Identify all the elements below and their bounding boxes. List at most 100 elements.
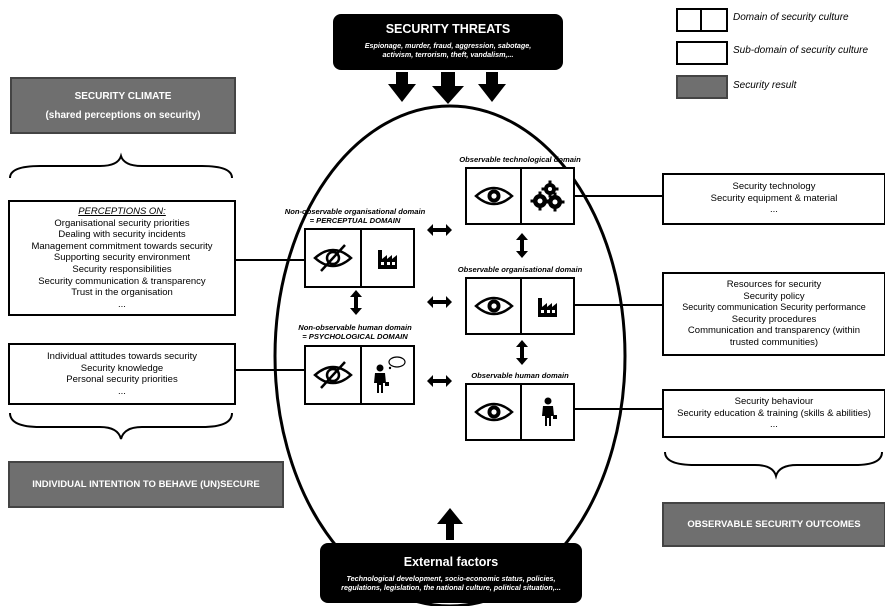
person-icon-cell <box>522 385 573 439</box>
intention-title: INDIVIDUAL INTENTION TO BEHAVE (UN)SECUR… <box>32 479 260 490</box>
perceptions-item: Management commitment towards security <box>31 240 213 252</box>
brace-bottom-left <box>9 412 233 440</box>
individual-box: Individual attitudes towards security Se… <box>8 343 236 405</box>
org-outcomes-item: Security policy <box>743 290 805 302</box>
factory-icon <box>537 298 557 317</box>
security-threats-line1: Espionage, murder, fraud, aggression, sa… <box>364 41 532 50</box>
nonobs-human-line1: Non-observable human domain <box>298 323 412 332</box>
perceptions-item: Supporting security environment <box>53 252 191 264</box>
threat-arrow <box>432 72 464 104</box>
outcomes-box: OBSERVABLE SECURITY OUTCOMES <box>662 502 885 547</box>
security-threats-box: SECURITY THREATS Espionage, murder, frau… <box>333 14 563 70</box>
security-threats-title: SECURITY THREATS <box>385 22 511 36</box>
org-outcomes-item: Communication and transparency (within <box>687 325 861 337</box>
org-obs-domain-label: Observable organisational domain <box>457 265 583 274</box>
eye-icon-cell <box>467 169 520 223</box>
perceptions-item: Security communication & transparency <box>38 275 206 287</box>
nonobs-org-line1: Non-observable organisational domain <box>284 207 426 216</box>
culture-circle <box>273 104 627 606</box>
legend-domain-swatch <box>676 8 728 32</box>
tech-outcomes-box: Security technology Security equipment &… <box>662 173 885 225</box>
double-arrow-h <box>427 224 452 236</box>
person-icon <box>541 397 557 426</box>
gears-icon <box>530 180 564 212</box>
eye-crossed-icon-cell <box>306 347 360 403</box>
perceptions-item: Organisational security priorities <box>54 217 190 229</box>
perceptions-item: ... <box>118 298 126 310</box>
security-threats-line2: activism, terrorism, theft, vandalism,..… <box>382 50 514 59</box>
behaviour-outcomes-item: Security education & training (skills & … <box>677 407 871 419</box>
org-obs-domain-box <box>465 277 575 335</box>
nonobs-human-line2: = PSYCHOLOGICAL DOMAIN <box>302 332 408 342</box>
external-factors-title: External factors <box>403 555 499 569</box>
legend-result-swatch <box>676 75 728 99</box>
double-arrow-h <box>427 296 452 308</box>
threat-arrow <box>388 72 416 102</box>
eye-crossed-icon <box>313 244 353 272</box>
org-outcomes-item: trusted communities) <box>729 336 819 348</box>
double-arrow-v <box>516 233 528 258</box>
thinking-person-icon-cell <box>362 347 413 403</box>
gears-icon-cell <box>522 169 573 223</box>
tech-outcomes-item: Security equipment & material <box>710 192 838 204</box>
legend-subdomain-swatch <box>676 41 728 65</box>
individual-item: Individual attitudes towards security <box>47 351 197 362</box>
factory-icon <box>377 250 397 269</box>
thinking-person-icon <box>373 356 406 393</box>
brace-top-left <box>9 152 233 179</box>
individual-item: Security knowledge <box>80 362 164 374</box>
legend: Domain of security culture Sub-domain of… <box>676 8 884 99</box>
outcomes-title: OBSERVABLE SECURITY OUTCOMES <box>687 519 861 530</box>
nonobs-org-domain-box <box>304 228 415 288</box>
human-obs-domain-label: Observable human domain <box>471 371 569 380</box>
org-outcomes-item: Security procedures <box>731 313 817 325</box>
nonobs-org-domain-label: Non-observable organisational domain = P… <box>270 207 440 225</box>
individual-item: Personal security priorities <box>66 374 178 386</box>
tech-outcomes-item: ... <box>770 204 778 216</box>
org-outcomes-box: Resources for security Security policy S… <box>662 272 885 356</box>
threat-arrow <box>478 72 506 102</box>
external-factors-box: External factors Technological developme… <box>320 543 582 603</box>
legend-subdomain-label: Sub-domain of security culture <box>733 45 869 56</box>
eye-icon-cell <box>467 279 520 333</box>
individual-item: ... <box>118 385 126 397</box>
perceptions-item: Security responsibilities <box>72 263 172 275</box>
external-arrow <box>437 508 463 540</box>
nonobs-human-domain-label: Non-observable human domain = PSYCHOLOGI… <box>270 323 440 341</box>
legend-result-label: Security result <box>733 80 797 91</box>
eye-icon <box>473 402 514 422</box>
double-arrow-v <box>350 290 362 315</box>
security-climate-box: SECURITY CLIMATE (shared perceptions on … <box>10 77 236 134</box>
security-climate-title: SECURITY CLIMATE <box>74 90 172 102</box>
tech-outcomes-item: Security technology <box>732 181 816 192</box>
org-outcomes-item: Resources for security <box>726 279 822 290</box>
org-outcomes-item: Security communication Security performa… <box>682 302 866 313</box>
intention-box: INDIVIDUAL INTENTION TO BEHAVE (UN)SECUR… <box>8 461 284 508</box>
human-obs-domain-box <box>465 383 575 441</box>
eye-icon <box>473 296 514 316</box>
double-arrow-h <box>427 375 452 387</box>
security-climate-subtitle: (shared perceptions on security) <box>45 109 201 121</box>
behaviour-outcomes-item: Security behaviour <box>734 396 814 407</box>
eye-icon-cell <box>467 385 520 439</box>
behaviour-outcomes-item: ... <box>770 419 778 431</box>
external-factors-line1: Technological development, socio-economi… <box>346 574 556 583</box>
behaviour-outcomes-box: Security behaviour Security education & … <box>662 389 885 438</box>
eye-icon <box>473 186 514 206</box>
tech-domain-box <box>465 167 575 225</box>
legend-domain-label: Domain of security culture <box>733 12 849 23</box>
perceptions-item: Trust in the organisation <box>71 287 173 299</box>
perceptions-heading: PERCEPTIONS ON: <box>78 206 166 217</box>
nonobs-human-domain-box <box>304 345 415 405</box>
double-arrow-v <box>516 340 528 365</box>
tech-domain-label: Observable technological domain <box>459 155 581 164</box>
factory-icon-cell <box>362 230 413 286</box>
perceptions-item: Dealing with security incidents <box>58 229 186 241</box>
eye-crossed-icon <box>313 361 353 389</box>
external-factors-line2: regulations, legislation, the national c… <box>341 583 561 592</box>
nonobs-org-line2: = PERCEPTUAL DOMAIN <box>309 216 401 226</box>
factory-icon-cell <box>522 279 573 333</box>
brace-bottom-right <box>664 451 883 480</box>
eye-crossed-icon-cell <box>306 230 360 286</box>
